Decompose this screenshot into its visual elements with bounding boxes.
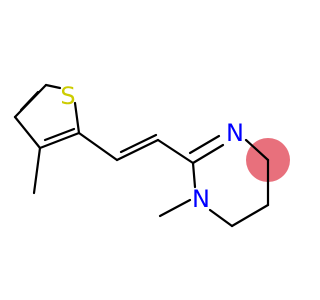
bond-vinyl-double-b [119,133,158,154]
bond-c2-s [73,101,81,135]
bond-vinyl-amidine [156,138,195,165]
bond-c2-vinyl [77,131,119,162]
bond-c3-c2-double [43,127,76,142]
bond-c4-c3 [13,115,42,150]
bond-c3-c2 [38,131,81,150]
bond-c5-c4-double [19,90,40,112]
imine-nitrogen-label: N [226,119,244,147]
molecule-diagram: S N N [13,82,290,228]
bond-n3-c4 [244,138,270,162]
bond-methyl-thiophene [32,146,42,195]
bond-c5-c6 [230,203,270,228]
amine-nitrogen-label: N [192,185,210,213]
structure-canvas: S N N [13,82,290,228]
bond-s-c5 [44,83,62,90]
bond-c2-n3-double [188,134,221,155]
bond-n-methyl [158,198,192,218]
bond-c2-n3 [191,143,225,165]
sulfur-atom-label: S [60,82,75,110]
bond-vinyl-double-a [115,138,160,162]
bond-n1-c2 [191,161,197,189]
bond-c6-n1 [208,208,234,228]
